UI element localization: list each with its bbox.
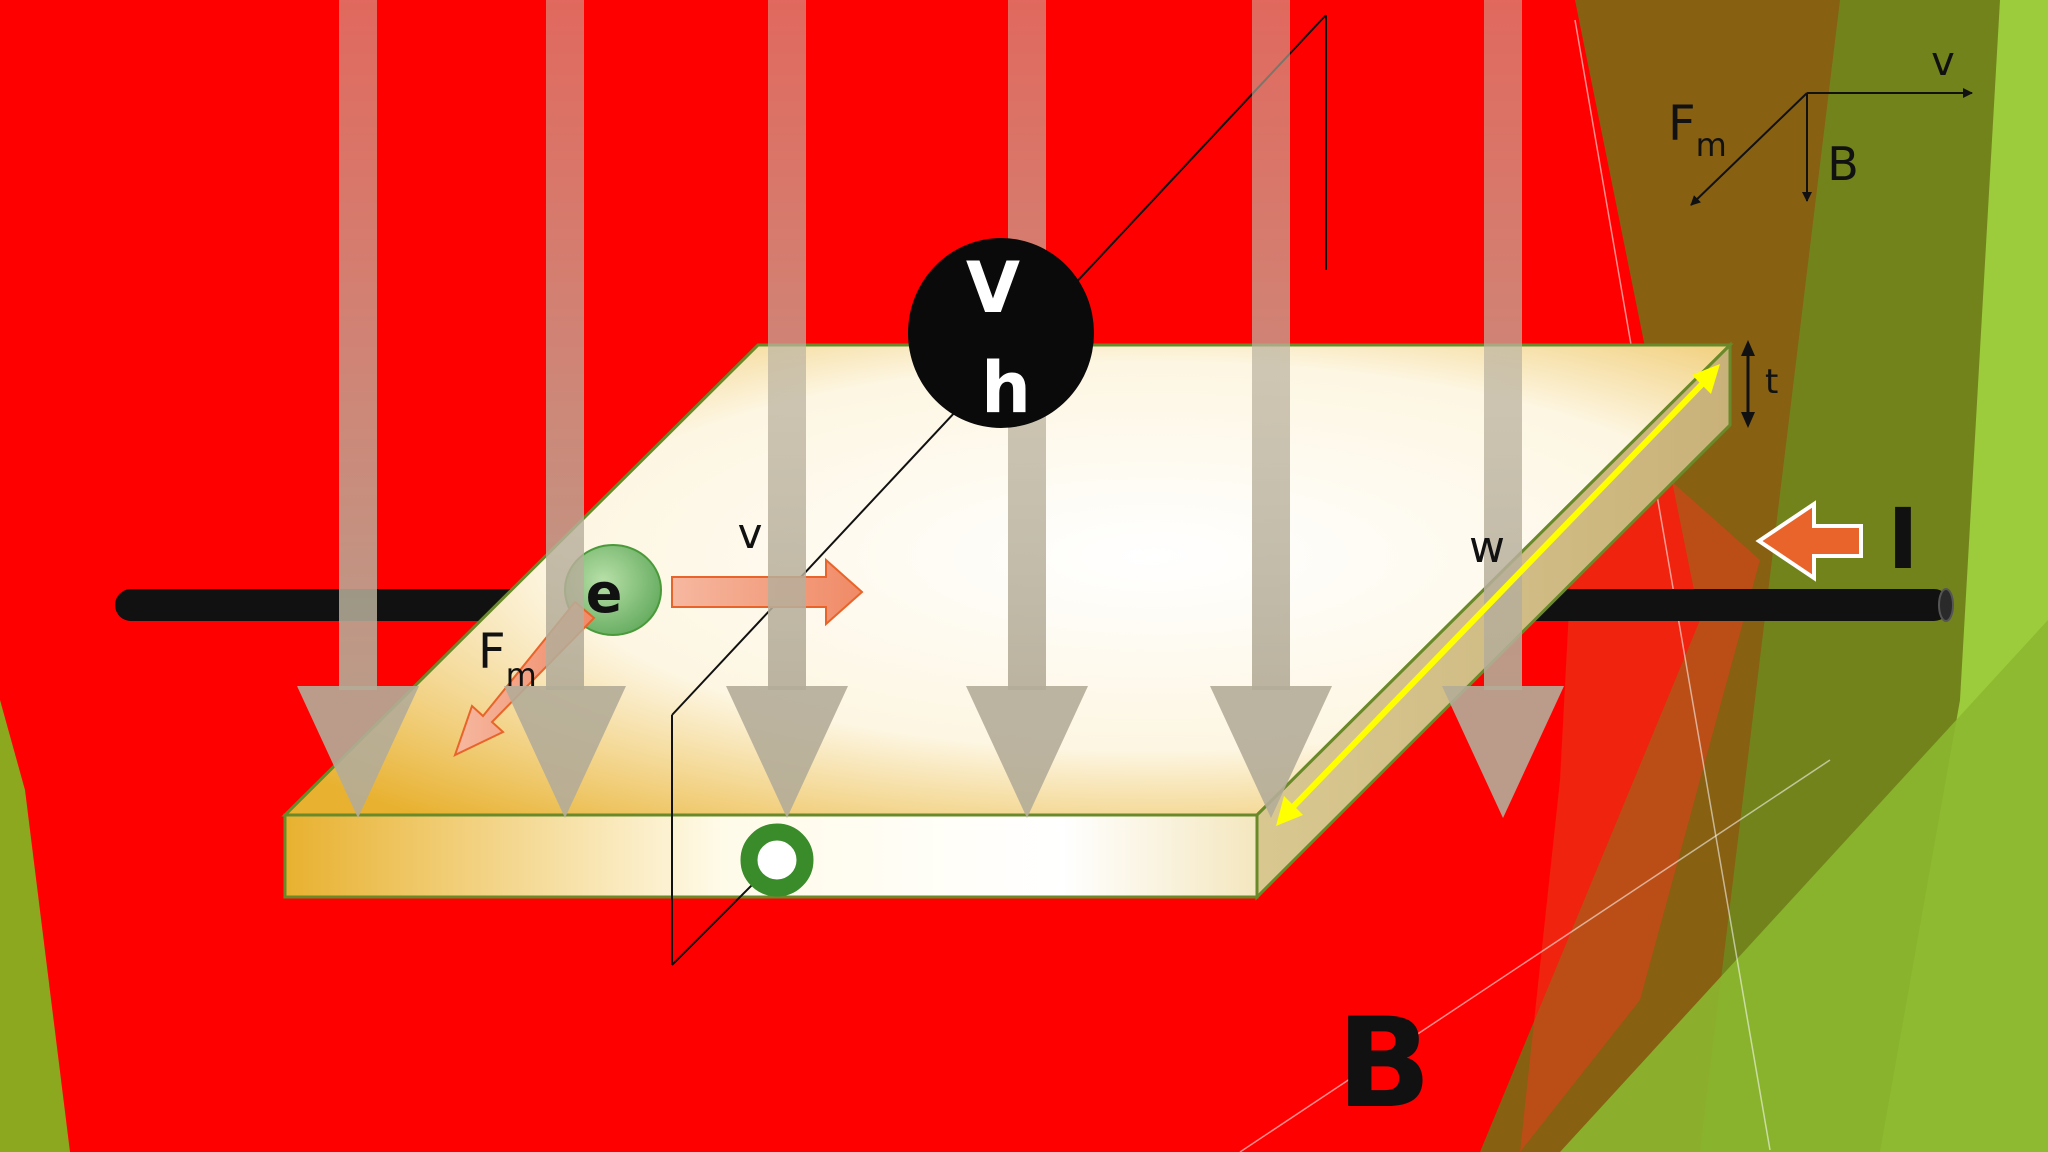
conductor-left — [115, 589, 545, 621]
width-indicator: w — [1276, 364, 1720, 826]
legend-force-arrow — [1690, 92, 1808, 206]
current-arrow — [1755, 500, 1863, 582]
probe-ring — [740, 823, 814, 897]
current-indicator: I — [1755, 490, 1919, 588]
width-arrow-head-top — [1692, 364, 1720, 394]
thickness-label: t — [1765, 362, 1778, 402]
legend-force-label: Fm — [1668, 96, 1727, 164]
probe-contact — [740, 823, 814, 897]
force-label: Fm — [478, 624, 537, 694]
thickness-arrow-head-top — [1741, 340, 1755, 356]
velocity-label: v — [738, 509, 763, 558]
legend-force-main: F — [1668, 96, 1696, 152]
width-arrow-head-bottom — [1276, 796, 1303, 826]
thickness-arrow-head-bottom — [1741, 412, 1755, 428]
green-shard-lower — [1560, 620, 2048, 1152]
legend-field-label: B — [1827, 137, 1859, 191]
thickness-indicator: t — [1741, 340, 1778, 428]
hall-voltmeter: V h — [908, 238, 1094, 429]
electron-label: e — [586, 562, 623, 625]
field-arrow — [297, 0, 419, 818]
field-arrow — [504, 0, 626, 818]
current-label: I — [1887, 490, 1918, 588]
width-arrow — [1287, 377, 1709, 813]
field-label: B — [1337, 992, 1432, 1136]
voltmeter-label-bottom: h — [981, 347, 1031, 429]
conductor-end — [1938, 588, 1954, 622]
voltmeter-body — [908, 238, 1094, 428]
width-label: w — [1469, 522, 1505, 573]
thin-white-line — [1239, 759, 1831, 1152]
direction-legend: v B Fm — [1668, 39, 1973, 206]
conductor-right — [1510, 589, 1950, 621]
left-green-sliver — [0, 700, 70, 1152]
thin-white-line — [1574, 19, 1771, 1151]
force-label-main: F — [478, 624, 506, 680]
field-arrow — [726, 0, 848, 818]
orange-shard — [1520, 400, 1760, 1152]
field-arrow — [1210, 0, 1332, 818]
legend-velocity-label: v — [1931, 39, 1955, 85]
conductor — [115, 588, 1954, 622]
voltmeter-label-top: V — [966, 247, 1020, 329]
legend-force-sub: m — [1696, 126, 1727, 164]
field-arrows — [297, 0, 1564, 818]
velocity-arrow — [671, 557, 864, 627]
